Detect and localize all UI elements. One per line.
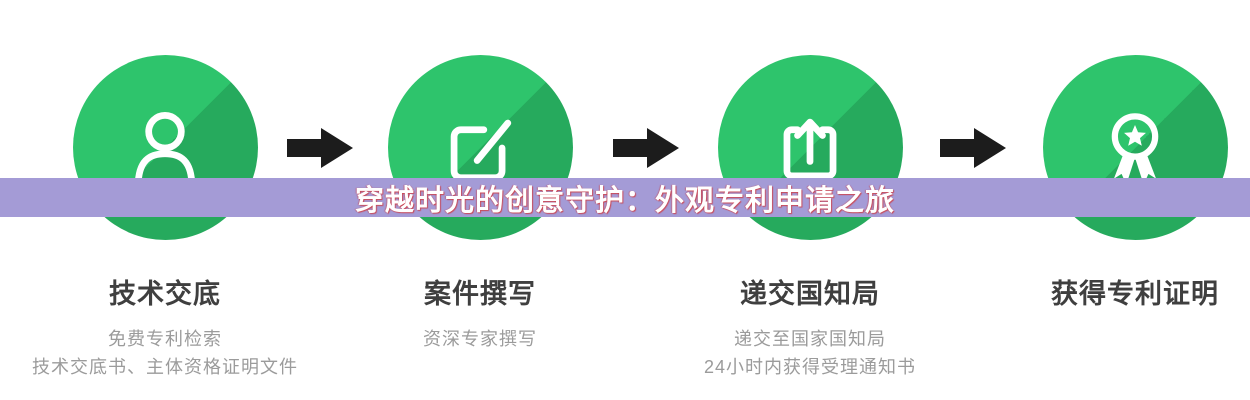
step-title: 案件撰写 [424, 279, 536, 309]
step-subtitle: 24小时内获得受理通知书 [703, 357, 917, 377]
award-icon [1111, 112, 1159, 184]
user-icon [134, 111, 196, 190]
step-subtitle: 技术交底书、主体资格证明文件 [32, 357, 298, 377]
step-subtitle: 资深专家撰写 [423, 329, 537, 349]
step-title: 递交国知局 [740, 279, 880, 309]
step-subtitle: 免费专利检索 [108, 329, 222, 349]
step-title: 获得专利证明 [1051, 279, 1219, 309]
step-technical-disclosure: 技术交底 免费专利检索 技术交底书、主体资格证明文件 [15, 55, 315, 381]
arrow-right-icon [613, 128, 679, 168]
banner-title: 穿越时光的创意守护：外观专利申请之旅 [354, 184, 895, 217]
upload-icon [783, 118, 837, 179]
edit-icon [450, 119, 512, 181]
banner: 穿越时光的创意守护：外观专利申请之旅 [0, 178, 1250, 217]
arrow-right-icon [287, 128, 353, 168]
step-title: 技术交底 [109, 279, 221, 309]
arrow-right-icon [940, 128, 1006, 168]
step-subtitle: 递交至国家国知局 [734, 329, 886, 349]
